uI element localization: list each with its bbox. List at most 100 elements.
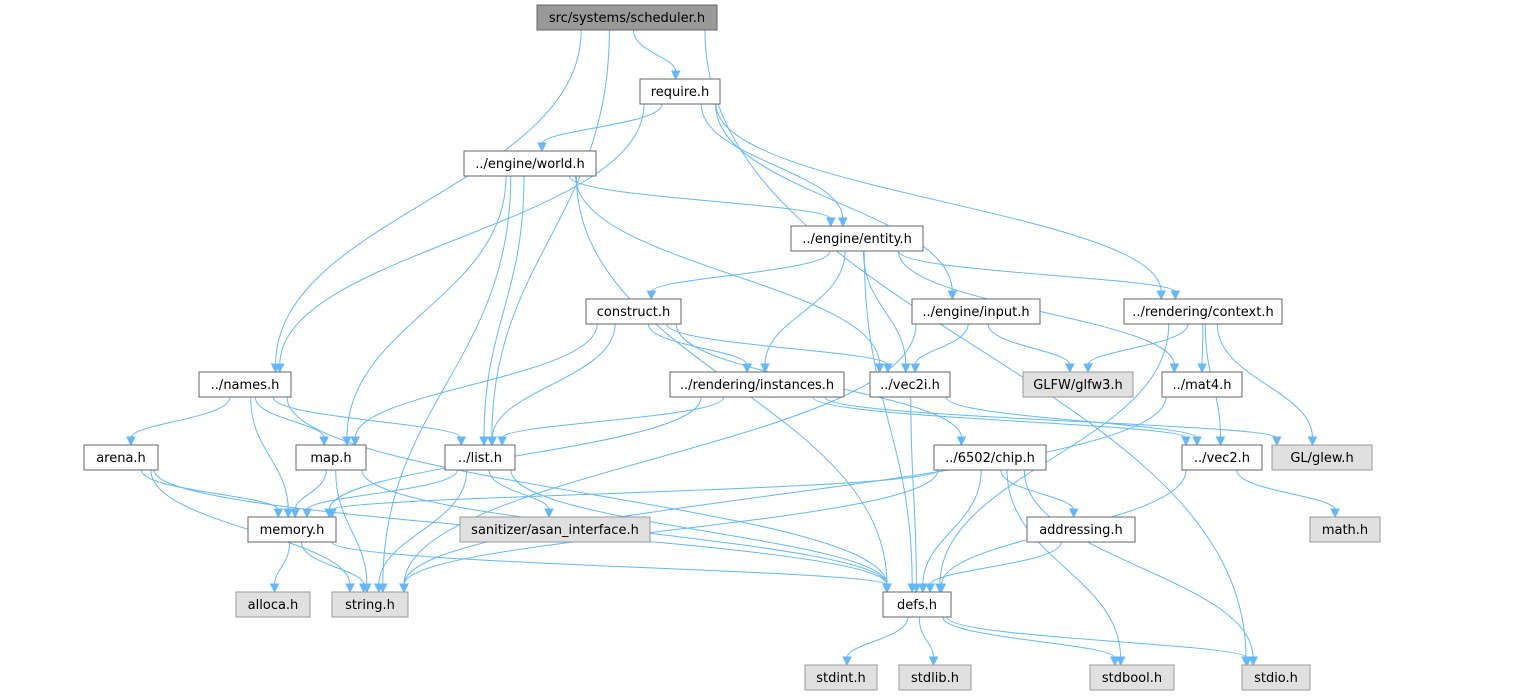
edge-chip-to-addressing — [1000, 469, 1075, 511]
edge-list-to-string — [378, 469, 468, 586]
node-box-require — [639, 78, 721, 105]
arrowhead-defs-to-stdint — [842, 656, 852, 667]
node-chip[interactable]: ../6502/chip.h — [933, 444, 1047, 471]
node-box-context — [1123, 298, 1283, 325]
edge-defs-to-stdio — [946, 616, 1248, 659]
node-entity[interactable]: ../engine/entity.h — [790, 225, 924, 252]
node-label-context: ../rendering/context.h — [1132, 305, 1273, 320]
node-box-stdbool — [1089, 664, 1175, 691]
node-require[interactable]: require.h — [639, 78, 721, 105]
edge-scheduler-to-stdio — [704, 29, 1247, 659]
arrowhead-list-to-string — [373, 583, 384, 594]
node-box-vec2i — [869, 371, 951, 398]
node-label-vec2: ../vec2.h — [1194, 451, 1250, 466]
node-names[interactable]: ../names.h — [198, 371, 292, 398]
node-label-stdio: stdio.h — [1254, 671, 1298, 686]
node-scheduler[interactable]: src/systems/scheduler.h — [536, 4, 718, 31]
edge-names-to-memory — [250, 396, 289, 511]
arrowhead-world-to-entity — [826, 217, 836, 228]
edge-entity-to-defs — [863, 250, 913, 586]
node-construct[interactable]: construct.h — [585, 298, 682, 325]
node-context[interactable]: ../rendering/context.h — [1123, 298, 1283, 325]
node-label-glfw: GLFW/glfw3.h — [1033, 378, 1123, 393]
edges-layer — [126, 29, 1340, 667]
edge-scheduler-to-require — [632, 29, 677, 73]
node-memory[interactable]: memory.h — [247, 516, 337, 543]
node-box-mat4 — [1161, 371, 1243, 398]
edge-names-to-defs — [286, 396, 888, 586]
node-box-stdint — [804, 664, 878, 691]
arrowhead-construct-to-map — [350, 436, 361, 447]
node-box-alloca — [235, 591, 311, 618]
edge-world-to-map — [346, 175, 507, 439]
edge-vec2-to-math — [1236, 469, 1336, 511]
edge-construct-to-vec2i — [666, 323, 889, 366]
node-label-construct: construct.h — [597, 305, 670, 320]
arrowhead-chip-to-defs — [918, 583, 928, 594]
node-list[interactable]: ../list.h — [444, 444, 516, 471]
arrowhead-vec2-to-math — [1330, 508, 1340, 519]
edge-entity-to-instances — [764, 250, 846, 366]
edge-memory-to-alloca — [274, 541, 291, 586]
edge-list-to-memory — [306, 469, 458, 511]
arrowhead-list-to-memory — [302, 508, 312, 519]
edge-context-to-glew — [1216, 323, 1313, 439]
node-box-list — [444, 444, 516, 471]
arrowhead-names-to-memory — [283, 508, 294, 519]
node-arena[interactable]: arena.h — [83, 444, 159, 471]
arrowhead-entity-to-instances — [760, 363, 770, 374]
arrowhead-scheduler-to-require — [670, 70, 681, 81]
edge-require-to-world — [541, 103, 663, 145]
node-box-stdlib — [898, 664, 972, 691]
edge-chip-to-string — [403, 469, 939, 586]
arrowhead-vec2-to-defs — [936, 583, 947, 594]
node-stdio: stdio.h — [1241, 664, 1311, 691]
edge-world-to-entity — [568, 175, 832, 220]
node-box-construct — [585, 298, 682, 325]
arrowhead-list-to-asan — [544, 508, 554, 519]
node-stdbool: stdbool.h — [1089, 664, 1175, 691]
node-label-stdint: stdint.h — [816, 671, 865, 686]
node-string: string.h — [331, 591, 409, 618]
arrowhead-addressing-to-defs — [925, 583, 935, 594]
arrowhead-instances-to-list — [497, 436, 507, 447]
node-label-asan: sanitizer/asan_interface.h — [471, 523, 639, 538]
node-defs[interactable]: defs.h — [882, 591, 952, 618]
node-box-string — [331, 591, 409, 618]
node-label-defs: defs.h — [897, 598, 937, 613]
arrowhead-vec2i-to-vec2 — [1192, 436, 1202, 447]
edge-chip-to-stdbool — [1006, 469, 1122, 659]
edge-defs-to-stdint — [846, 616, 909, 659]
arrowhead-require-to-names — [274, 363, 285, 374]
edge-scheduler-to-names — [275, 29, 582, 366]
node-vec2i[interactable]: ../vec2i.h — [869, 371, 951, 398]
node-box-addressing — [1026, 516, 1136, 543]
edge-require-to-entity — [700, 103, 844, 220]
edge-vec2i-to-defs — [910, 396, 917, 586]
node-mat4[interactable]: ../mat4.h — [1161, 371, 1243, 398]
edge-input-to-glfw — [987, 323, 1071, 366]
node-label-addressing: addressing.h — [1039, 523, 1123, 538]
node-box-input — [911, 298, 1041, 325]
node-label-require: require.h — [651, 85, 710, 100]
arrowhead-memory-to-defs — [882, 583, 892, 594]
node-world[interactable]: ../engine/world.h — [463, 150, 597, 177]
node-instances[interactable]: ../rendering/instances.h — [669, 371, 845, 398]
node-label-glew: GL/glew.h — [1290, 451, 1353, 466]
edge-defs-to-stdlib — [918, 616, 935, 659]
edge-chip-to-defs — [922, 469, 982, 586]
node-box-glfw — [1022, 371, 1134, 398]
edge-map-to-string — [335, 469, 368, 586]
node-label-world: ../engine/world.h — [475, 157, 585, 172]
edge-vec2i-to-vec2 — [945, 396, 1198, 439]
node-label-vec2i: ../vec2i.h — [880, 378, 940, 393]
arrowhead-defs-to-stdio — [1242, 656, 1253, 667]
node-input[interactable]: ../engine/input.h — [911, 298, 1041, 325]
nodes-layer: src/systems/scheduler.h require.h ../engin… — [83, 4, 1381, 691]
node-vec2[interactable]: ../vec2.h — [1181, 444, 1263, 471]
edge-construct-to-map — [354, 323, 598, 439]
node-addressing[interactable]: addressing.h — [1026, 516, 1136, 543]
node-map[interactable]: map.h — [295, 444, 367, 471]
arrowhead-construct-to-list — [487, 436, 498, 447]
node-label-mat4: ../mat4.h — [1172, 378, 1231, 393]
